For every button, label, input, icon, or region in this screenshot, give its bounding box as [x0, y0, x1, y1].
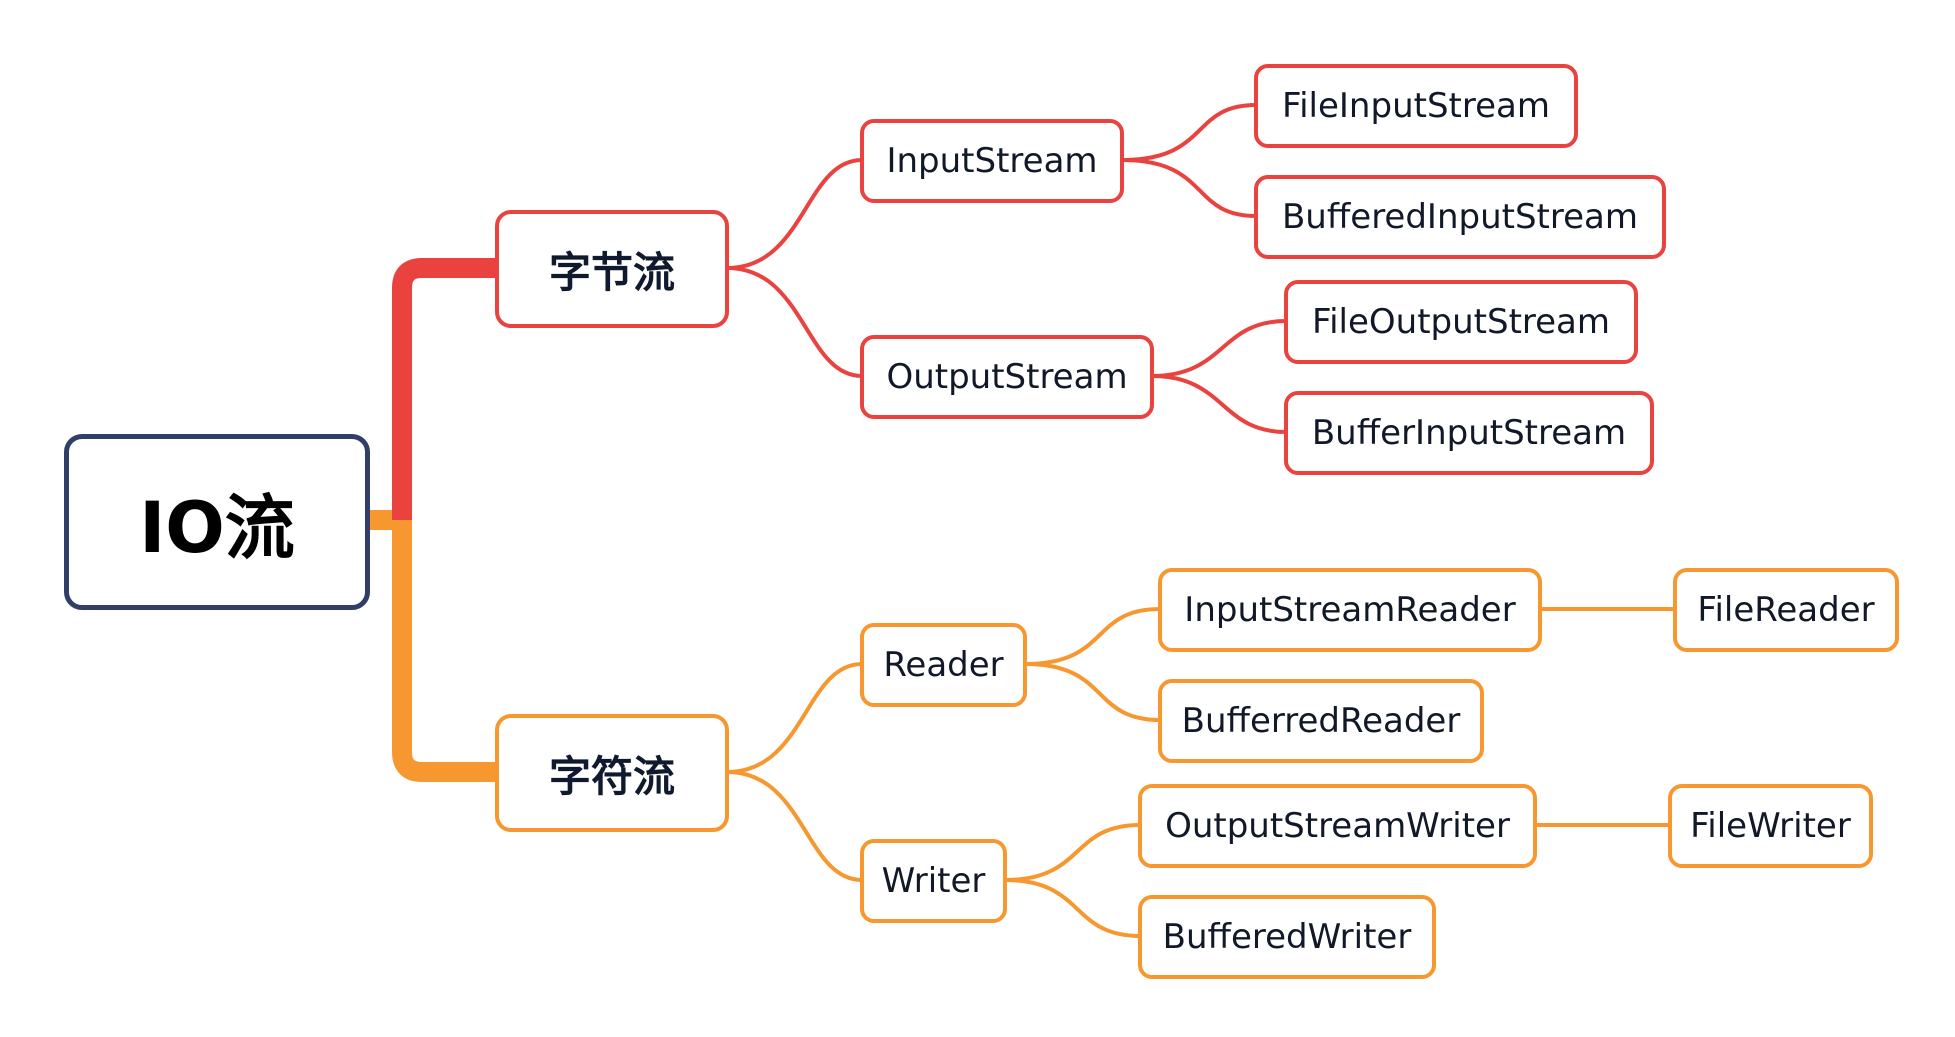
- node-fileinputstream[interactable]: FileInputStream: [1254, 64, 1578, 148]
- node-filewriter[interactable]: FileWriter: [1668, 784, 1873, 868]
- line-writer-to-osw: [1004, 823, 1141, 882]
- line-byte-to-input: [726, 158, 863, 270]
- line-reader-to-bufferedreader: [1024, 662, 1161, 722]
- node-inputstream[interactable]: InputStream: [860, 119, 1124, 203]
- node-bufferredreader[interactable]: BufferredReader: [1158, 679, 1484, 763]
- line-writer-to-bufferedwriter: [1004, 878, 1141, 938]
- line-reader-to-isr: [1024, 607, 1161, 666]
- node-fileoutputstream[interactable]: FileOutputStream: [1284, 280, 1638, 364]
- node-bufferinputstream[interactable]: BufferInputStream: [1284, 391, 1654, 475]
- trunk-to-byte-stream: [392, 258, 497, 520]
- trunk-to-char-stream: [392, 520, 497, 782]
- node-filereader[interactable]: FileReader: [1673, 568, 1899, 652]
- line-output-to-fileoutput: [1151, 319, 1287, 378]
- node-writer[interactable]: Writer: [860, 839, 1007, 923]
- node-bufferedwriter[interactable]: BufferedWriter: [1138, 895, 1436, 979]
- node-byte-stream[interactable]: 字节流: [495, 210, 729, 328]
- node-bufferedinputstream[interactable]: BufferedInputStream: [1254, 175, 1666, 259]
- line-input-to-bufferedinput: [1121, 158, 1257, 218]
- node-outputstream[interactable]: OutputStream: [860, 335, 1154, 419]
- node-outputstreamwriter[interactable]: OutputStreamWriter: [1138, 784, 1537, 868]
- node-inputstreamreader[interactable]: InputStreamReader: [1158, 568, 1542, 652]
- node-io-stream[interactable]: IO流: [64, 434, 370, 610]
- line-char-to-reader: [726, 662, 863, 774]
- node-reader[interactable]: Reader: [860, 623, 1027, 707]
- line-input-to-fileinput: [1121, 103, 1257, 162]
- line-char-to-writer: [726, 770, 863, 882]
- node-char-stream[interactable]: 字符流: [495, 714, 729, 832]
- line-byte-to-output: [726, 266, 863, 378]
- line-output-to-bufferinput: [1151, 374, 1287, 434]
